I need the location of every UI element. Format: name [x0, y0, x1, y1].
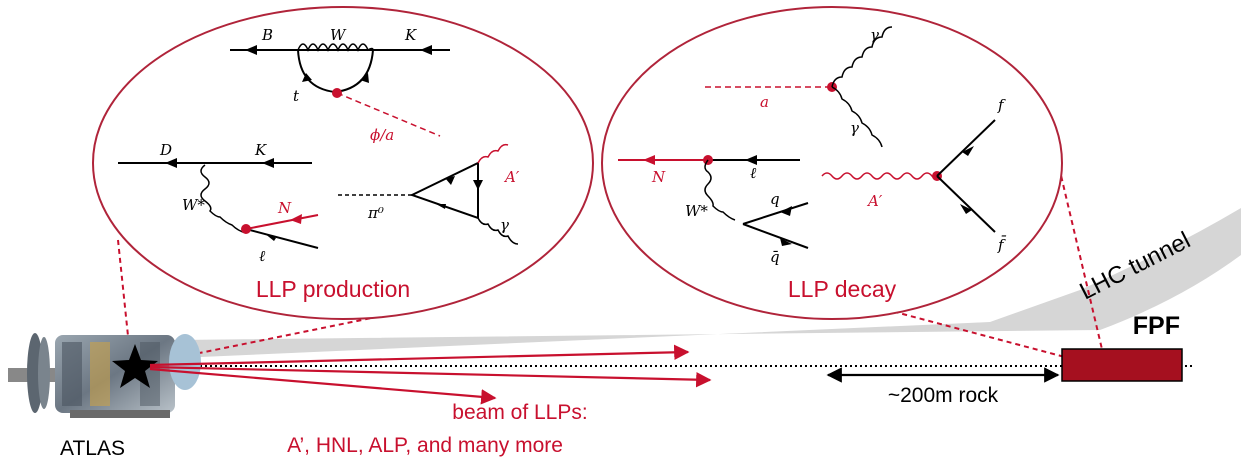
decay-label-a: a — [760, 93, 769, 111]
beam-arrow-1 — [149, 344, 690, 367]
beam-arrow-3 — [149, 367, 497, 405]
decay-label-Aprime: A′ — [866, 192, 883, 210]
beam-arrow-2 — [149, 365, 712, 388]
zoom-line-prod-left — [117, 239, 131, 356]
decay-label-f: f — [997, 96, 1006, 114]
decay-label-q: q — [770, 190, 780, 208]
label-gamma: γ — [500, 216, 509, 234]
beam-caption-line2: A’, HNL, ALP, and many more — [287, 434, 563, 457]
decay-label-qbar: q̄ — [770, 248, 780, 266]
label-pi0: π⁰ — [367, 204, 384, 222]
decay-title: LLP decay — [788, 276, 897, 302]
label-K2: K — [254, 141, 267, 159]
lhc-tunnel — [178, 208, 1241, 358]
label-B: B — [261, 26, 273, 44]
decay-label-Wstar: W* — [685, 202, 708, 220]
label-phi-a: ϕ/a — [370, 126, 394, 144]
label-D: D — [159, 141, 172, 159]
label-t: t — [293, 87, 300, 105]
decay-label-gamma1: γ — [870, 26, 879, 44]
atlas-detector-image — [8, 333, 201, 418]
decay-label-N: N — [651, 168, 666, 186]
beam-caption-line1: beam of LLPs: — [452, 401, 587, 424]
fpf-label: FPF — [1133, 312, 1180, 340]
label-Wstar: W* — [182, 196, 205, 214]
atlas-label: ATLAS — [60, 437, 125, 460]
fpf-detector — [1061, 348, 1183, 382]
label-ell: ℓ — [259, 247, 265, 265]
zoom-line-decay-right — [1054, 149, 1106, 363]
decay-label-ell: ℓ — [750, 164, 756, 182]
collision-star-icon — [112, 344, 158, 388]
label-K1: K — [404, 26, 417, 44]
production-bubble — [92, 6, 594, 320]
zoom-line-decay-left — [849, 299, 1096, 366]
label-Aprime: A′ — [503, 168, 520, 186]
decay-bubble — [601, 6, 1063, 320]
label-W: W — [330, 26, 347, 44]
production-title: LLP production — [256, 276, 410, 302]
label-N: N — [277, 199, 292, 217]
decay-label-gamma2: γ — [850, 119, 859, 137]
decay-label-fbar: f̄ — [997, 236, 1006, 254]
distance-label: ~200m rock — [888, 384, 999, 407]
